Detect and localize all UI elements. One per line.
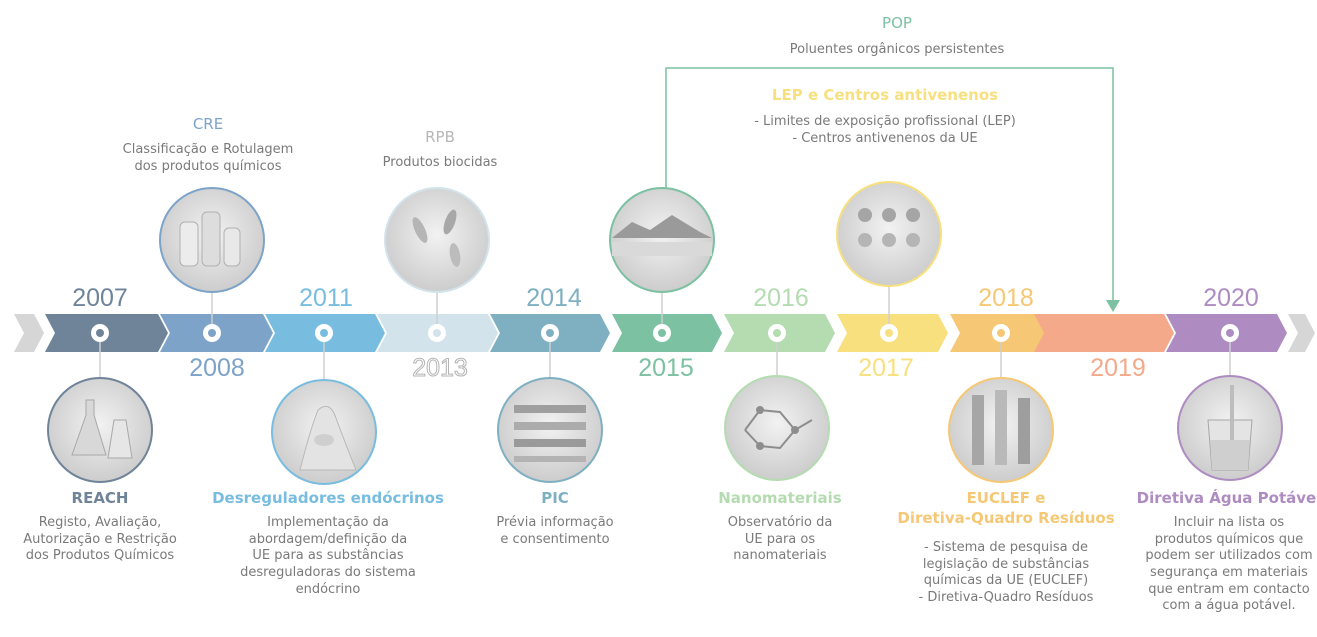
reach-description: Registo, Avaliação, Autorização e Restri… (23, 515, 177, 565)
description-line: Incluir na lista os (1173, 515, 1285, 530)
description-line: Produtos biocidas (382, 155, 498, 170)
segment-2019 (1034, 314, 1174, 352)
description-line: Prévia informação (496, 515, 614, 530)
warehouse-icon (497, 377, 603, 483)
description-line: Poluentes orgânicos persistentes (789, 42, 1005, 57)
year-2007: 2007 (72, 284, 128, 312)
euclef-title: EUCLEF e Diretiva-Quadro Resíduos (897, 489, 1114, 528)
description-line: UE para os (744, 531, 816, 547)
year-2014: 2014 (526, 284, 582, 312)
year-2019: 2019 (1090, 354, 1146, 382)
description-line: Autorização e Restrição (23, 531, 177, 547)
nano-description: Observatório da UE para os nanomateriais (728, 515, 833, 565)
pop-arrow-line (665, 67, 1114, 302)
pop-title: POP (882, 14, 912, 32)
node-2014 (541, 324, 559, 342)
description-line: dos Produtos Químicos (25, 548, 175, 564)
description-line: Registo, Avaliação, (38, 515, 162, 530)
chemical-bottles-icon (159, 187, 265, 293)
cre-description: Classificação e Rotulagem dos produtos q… (123, 142, 294, 175)
industrial-pipes-icon (948, 377, 1054, 483)
description-line: - Limites de exposição profissional (LEP… (754, 114, 1016, 129)
description-line: desreguladoras do sistema (240, 564, 416, 580)
cre-title: CRE (192, 115, 224, 133)
endocrine-title: Desreguladores endócrinos (212, 489, 444, 507)
description-line: Implementação da (267, 515, 389, 530)
year-2015: 2015 (638, 354, 694, 382)
node-2008 (203, 324, 221, 342)
description-line: - Diretiva-Quadro Resíduos (918, 589, 1094, 605)
description-line: que entram em contacto (1148, 581, 1310, 597)
node-2015 (653, 324, 671, 342)
year-2018: 2018 (978, 284, 1034, 312)
rpb-description: Produtos biocidas (383, 155, 498, 172)
molecule-structure-icon (724, 375, 830, 481)
description-line: segurança em materiais (1150, 564, 1308, 580)
node-2016 (768, 324, 786, 342)
year-2008: 2008 (189, 354, 245, 382)
description-line: legislação de substâncias (922, 556, 1090, 572)
test-tubes-icon (836, 181, 942, 287)
pop-description: Poluentes orgânicos persistentes (790, 42, 1005, 59)
description-line: abordagem/definição da (248, 531, 408, 547)
water-glass-icon (1177, 375, 1283, 481)
description-line: Classificação e Rotulagem (122, 142, 294, 157)
description-line: - Sistema de pesquisa de (924, 540, 1088, 555)
description-line: químicas da UE (EUCLEF) (923, 573, 1089, 589)
node-2013 (428, 324, 446, 342)
lep-description: - Limites de exposição profissional (LEP… (754, 114, 1016, 147)
description-line: - Centros antivenenos da UE (792, 130, 978, 146)
pic-title: PIC (541, 489, 569, 507)
reach-title: REACH (71, 489, 129, 507)
pop-arrow-head (1106, 300, 1120, 312)
description-line: dos produtos químicos (134, 158, 282, 174)
euclef-description: - Sistema de pesquisa de legislação de s… (919, 540, 1094, 607)
description-line: endócrino (295, 581, 361, 597)
description-line: produtos químicos que (1154, 531, 1304, 547)
timeline-end-chevron (1288, 314, 1315, 352)
description-line: com a água potável. (1162, 598, 1296, 614)
lep-title: LEP e Centros antivenenos (771, 86, 999, 104)
description-line: e consentimento (500, 531, 610, 547)
laboratory-flasks-icon (47, 377, 153, 483)
description-line: Observatório da (727, 515, 833, 530)
timeline-start-chevron (14, 314, 44, 352)
year-2011: 2011 (299, 284, 353, 312)
euclef-title-line-2: Diretiva-Quadro Resíduos (897, 508, 1115, 527)
node-2007 (91, 324, 109, 342)
bacteria-icon (384, 187, 490, 293)
description-line: podem ser utilizados com (1145, 548, 1313, 564)
water-description: Incluir na lista os produtos químicos qu… (1145, 515, 1312, 615)
description-line: nanomateriais (733, 548, 827, 564)
thyroid-icon (271, 379, 377, 485)
node-2011 (315, 324, 333, 342)
description-line: UE para as substâncias (252, 548, 404, 564)
lake-landscape-icon (609, 187, 715, 293)
water-title: Diretiva Água Potável (1136, 489, 1317, 507)
node-2020 (1221, 324, 1239, 342)
nano-title: Nanomateriais (718, 489, 842, 507)
node-2017 (880, 324, 898, 342)
endocrine-description: Implementação da abordagem/definição da … (240, 515, 416, 598)
year-2016: 2016 (753, 284, 809, 312)
year-2013: 2013 (412, 354, 469, 382)
year-2020: 2020 (1203, 284, 1259, 312)
rpb-title: RPB (425, 128, 455, 146)
node-2018 (992, 324, 1010, 342)
year-2017: 2017 (858, 354, 914, 382)
pic-description: Prévia informação e consentimento (496, 515, 613, 548)
euclef-title-line-1: EUCLEF e (966, 489, 1046, 507)
